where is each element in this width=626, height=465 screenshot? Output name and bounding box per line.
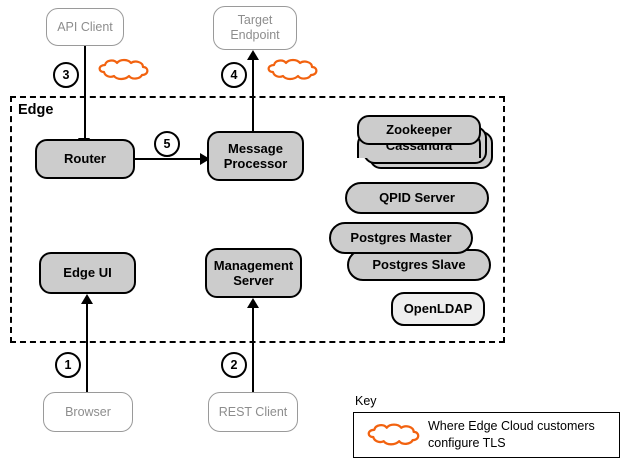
node-edge-ui[interactable]: Edge UI (39, 252, 136, 294)
arrowhead-management-server-in (247, 298, 259, 308)
step-badge-2-label: 2 (230, 358, 238, 372)
node-message-processor[interactable]: Message Processor (207, 131, 304, 181)
node-openldap[interactable]: OpenLDAP (391, 292, 485, 326)
connector-router-to-message-processor (135, 158, 203, 160)
connector-browser-to-edge-ui (86, 302, 88, 394)
node-target-endpoint-label: Target Endpoint (230, 13, 280, 42)
node-management-server[interactable]: Management Server (205, 248, 302, 298)
tls-cloud-icon-4 (265, 58, 321, 82)
node-postgres-slave-label: Postgres Slave (372, 257, 466, 273)
node-browser-label: Browser (65, 404, 111, 419)
edge-boundary (10, 96, 505, 343)
step-badge-5: 5 (154, 131, 180, 157)
key-title: Key (355, 394, 377, 408)
step-badge-3: 3 (53, 62, 79, 88)
step-badge-4: 4 (221, 62, 247, 88)
arrowhead-edge-ui-in (81, 294, 93, 304)
connector-rest-client-to-management-server (252, 306, 254, 394)
node-edge-ui-label: Edge UI (63, 265, 112, 281)
node-openldap-label: OpenLDAP (403, 301, 473, 317)
connector-api-client-to-router (84, 46, 86, 142)
node-rest-client[interactable]: REST Client (208, 392, 298, 432)
node-rest-client-label: REST Client (218, 404, 288, 419)
step-badge-1: 1 (55, 352, 81, 378)
node-qpid-server-label: QPID Server (379, 190, 455, 206)
connector-message-processor-to-target-endpoint (252, 58, 254, 144)
step-badge-2: 2 (221, 352, 247, 378)
node-postgres-master[interactable]: Postgres Master (329, 222, 473, 254)
node-router[interactable]: Router (35, 139, 135, 179)
node-api-client-label: API Client (57, 19, 113, 34)
step-badge-5-label: 5 (163, 137, 171, 151)
node-message-processor-label: Message Processor (223, 140, 288, 171)
step-badge-1-label: 1 (64, 358, 72, 372)
node-zookeeper[interactable]: Zookeeper (357, 115, 481, 145)
tls-cloud-icon-legend (365, 422, 423, 448)
arrowhead-message-processor-in (200, 153, 210, 165)
node-router-label: Router (64, 151, 106, 167)
step-badge-3-label: 3 (62, 68, 70, 82)
node-qpid-server[interactable]: QPID Server (345, 182, 489, 214)
step-badge-4-label: 4 (230, 68, 238, 82)
node-management-server-label: Management Server (213, 257, 294, 288)
tls-cloud-icon-3 (96, 58, 152, 82)
node-zookeeper-label: Zookeeper (386, 122, 452, 138)
arrowhead-target-endpoint-in (247, 50, 259, 60)
node-api-client[interactable]: API Client (46, 8, 124, 46)
key-entry-text: Where Edge Cloud customers configure TLS (428, 419, 595, 450)
node-target-endpoint[interactable]: Target Endpoint (213, 6, 297, 50)
edge-boundary-label: Edge (18, 102, 54, 118)
node-browser[interactable]: Browser (43, 392, 133, 432)
node-postgres-master-label: Postgres Master (350, 230, 452, 246)
